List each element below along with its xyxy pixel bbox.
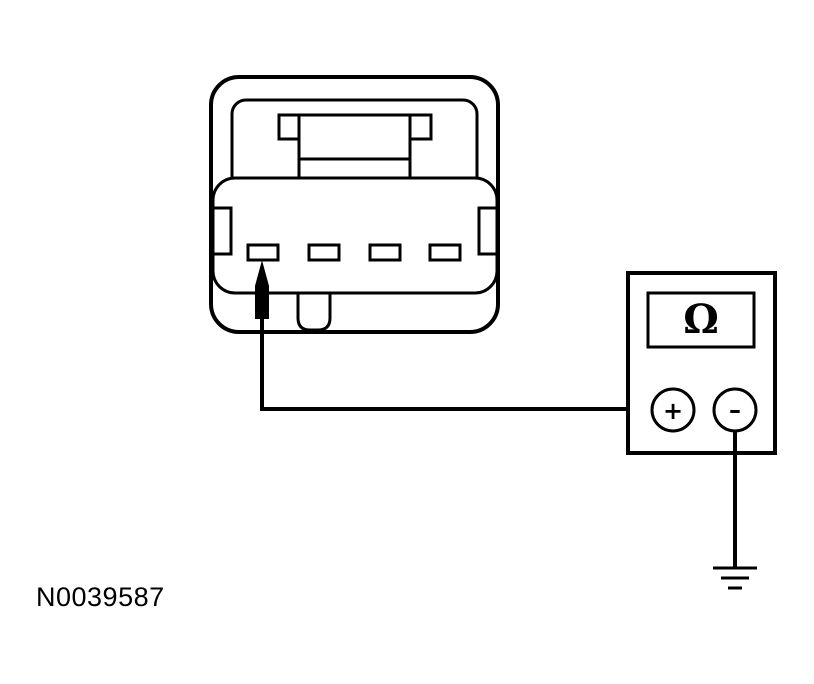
terminal-pin-3 <box>368 243 402 262</box>
locking-tab <box>277 113 433 178</box>
positive-terminal <box>650 387 696 433</box>
ground-icon <box>713 566 757 590</box>
side-latch-left <box>211 206 233 256</box>
key-tab <box>296 293 332 332</box>
ohmmeter: Ω + – <box>626 271 777 455</box>
figure-id: N0039587 <box>36 582 165 612</box>
terminal-block <box>211 176 499 295</box>
terminal-pin-4 <box>428 243 462 262</box>
ohmmeter-display <box>646 291 756 349</box>
positive-terminal-label: + <box>663 397 683 425</box>
terminal-pin-2 <box>307 243 341 262</box>
ohm-symbol: Ω <box>683 296 719 343</box>
connector <box>209 75 500 334</box>
terminal-pin-1 <box>246 243 280 262</box>
negative-terminal-label: – <box>729 396 741 424</box>
test-lead-positive <box>260 318 651 411</box>
side-latch-right <box>477 206 499 256</box>
